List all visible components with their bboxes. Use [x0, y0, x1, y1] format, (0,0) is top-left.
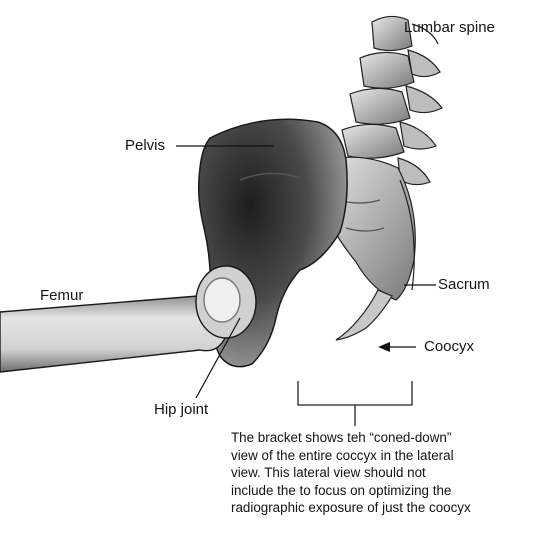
coccyx-label: Coocyx	[424, 338, 474, 356]
caption-line: view of the entire coccyx in the lateral	[231, 447, 531, 465]
caption-line: The bracket shows teh “coned-down”	[231, 429, 531, 447]
coccyx-arrowhead	[378, 342, 390, 352]
lumbar-spine-label: Lumbar spine	[404, 19, 495, 37]
pelvis-label: Pelvis	[125, 137, 165, 155]
caption-line: include the to focus on optimizing the	[231, 482, 531, 500]
hip-joint-label: Hip joint	[154, 401, 208, 419]
coned-down-bracket	[298, 381, 412, 426]
femur-label: Femur	[40, 287, 83, 305]
caption-line: view. This lateral view should not	[231, 464, 531, 482]
coccyx-drawing	[336, 290, 392, 340]
sacrum-label: Sacrum	[438, 276, 490, 294]
caption-line: radiographic exposure of just the coocyx	[231, 499, 531, 517]
bracket-caption: The bracket shows teh “coned-down” view …	[231, 429, 531, 517]
femur-drawing	[0, 266, 256, 372]
